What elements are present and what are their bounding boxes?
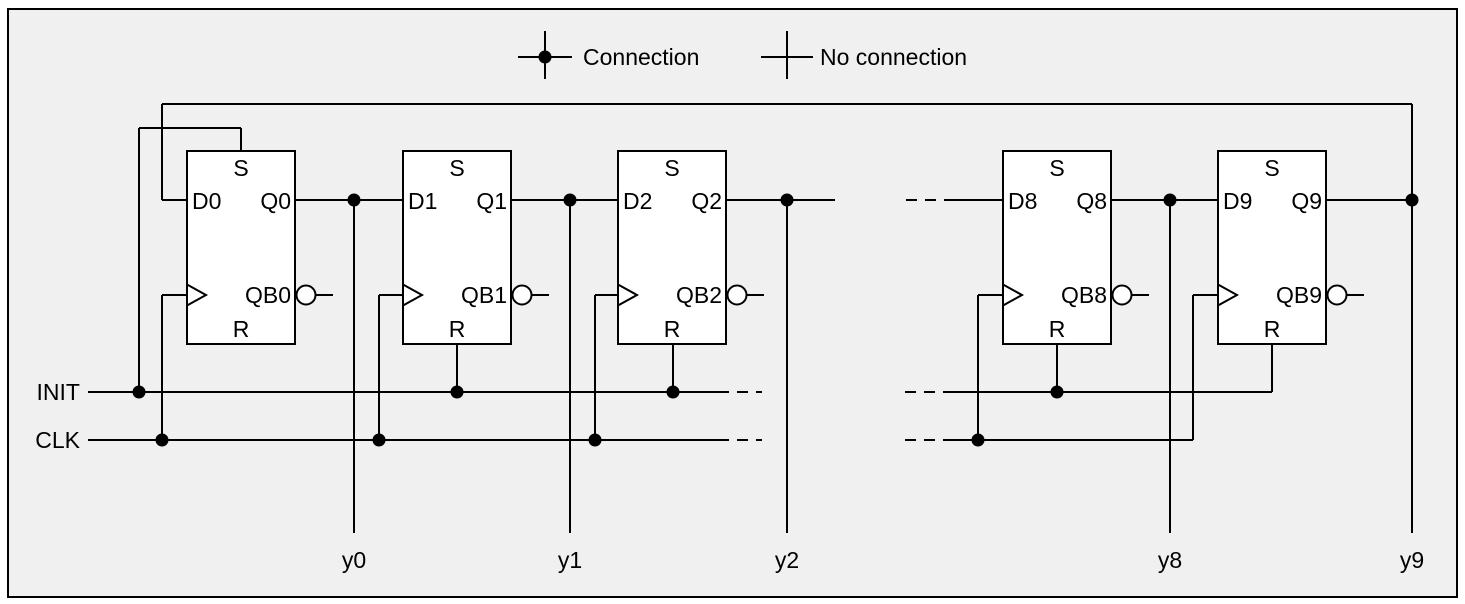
clock-triangle-icon <box>617 283 640 307</box>
output-labels: y0 y1 y2 y8 y9 <box>342 547 1424 573</box>
junction-dot-icon <box>155 433 169 447</box>
pin-label-d: D0 <box>192 188 221 214</box>
output-label-y8: y8 <box>1158 547 1182 573</box>
flipflop-1: S D1 Q1 QB1 R <box>402 150 549 345</box>
clock-triangle-icon <box>1217 283 1240 307</box>
clock-triangle-icon <box>402 283 425 307</box>
pin-label-reset: R <box>664 316 681 342</box>
pin-label-reset: R <box>449 316 466 342</box>
pin-label-q: Q1 <box>476 188 507 214</box>
junction-dot-icon <box>132 385 146 399</box>
junction-dot-icon <box>780 193 794 207</box>
legend-connection-dot-icon <box>538 50 552 64</box>
pin-label-q: Q2 <box>691 188 722 214</box>
pin-label-qb: QB0 <box>245 282 291 308</box>
pin-label-qb: QB9 <box>1276 282 1322 308</box>
pin-label-q: Q0 <box>260 188 291 214</box>
junction-dot-icon <box>1163 193 1177 207</box>
legend-connection-label: Connection <box>583 44 699 70</box>
junction-dot-icon <box>1050 385 1064 399</box>
pin-label-set: S <box>1049 155 1064 181</box>
pin-label-set: S <box>1264 155 1279 181</box>
pin-label-set: S <box>664 155 679 181</box>
pin-label-set: S <box>449 155 464 181</box>
flipflop-0: S D0 Q0 QB0 R <box>186 150 333 345</box>
clock-triangle-icon <box>186 283 209 307</box>
legend-no-connection-label: No connection <box>820 44 967 70</box>
pin-label-d: D9 <box>1223 188 1252 214</box>
pin-label-reset: R <box>233 316 250 342</box>
flipflop-2: S D2 Q2 QB2 R <box>617 150 764 345</box>
legend: Connection No connection <box>518 31 967 79</box>
flipflop-body <box>617 150 727 345</box>
junction-dot-icon <box>347 193 361 207</box>
inverter-bubble-icon <box>295 284 317 306</box>
junction-dots <box>132 193 1419 447</box>
pin-label-d: D8 <box>1008 188 1037 214</box>
init-label: INIT <box>37 379 80 405</box>
output-label-y2: y2 <box>775 547 799 573</box>
output-label-y1: y1 <box>558 547 582 573</box>
pin-label-reset: R <box>1264 316 1281 342</box>
junction-dot-icon <box>372 433 386 447</box>
pin-label-qb: QB2 <box>676 282 722 308</box>
inverter-bubble-icon <box>1111 284 1133 306</box>
junction-dot-icon <box>666 385 680 399</box>
inverter-bubble-icon <box>1326 284 1348 306</box>
pin-label-qb: QB1 <box>461 282 507 308</box>
pin-label-d: D1 <box>408 188 437 214</box>
output-label-y0: y0 <box>342 547 366 573</box>
pin-label-d: D2 <box>623 188 652 214</box>
clock-triangle-icon <box>1002 283 1025 307</box>
flipflop-body <box>1217 150 1327 345</box>
output-label-y9: y9 <box>1400 547 1424 573</box>
pin-label-q: Q9 <box>1291 188 1322 214</box>
junction-dot-icon <box>588 433 602 447</box>
flipflop-body <box>1002 150 1112 345</box>
junction-dot-icon <box>971 433 985 447</box>
junction-dot-icon <box>1405 193 1419 207</box>
signal-input-labels: INIT CLK <box>35 379 80 453</box>
flipflop-9: S D9 Q9 QB9 R <box>1217 150 1364 345</box>
pin-label-reset: R <box>1049 316 1066 342</box>
pin-label-q: Q8 <box>1076 188 1107 214</box>
flipflop-8: S D8 Q8 QB8 R <box>1002 150 1149 345</box>
inverter-bubble-icon <box>511 284 533 306</box>
pin-label-set: S <box>233 155 248 181</box>
flipflop-body <box>402 150 512 345</box>
flipflop-body <box>186 150 296 345</box>
pin-label-qb: QB8 <box>1061 282 1107 308</box>
clk-label: CLK <box>35 427 80 453</box>
junction-dot-icon <box>450 385 464 399</box>
inverter-bubble-icon <box>726 284 748 306</box>
junction-dot-icon <box>563 193 577 207</box>
